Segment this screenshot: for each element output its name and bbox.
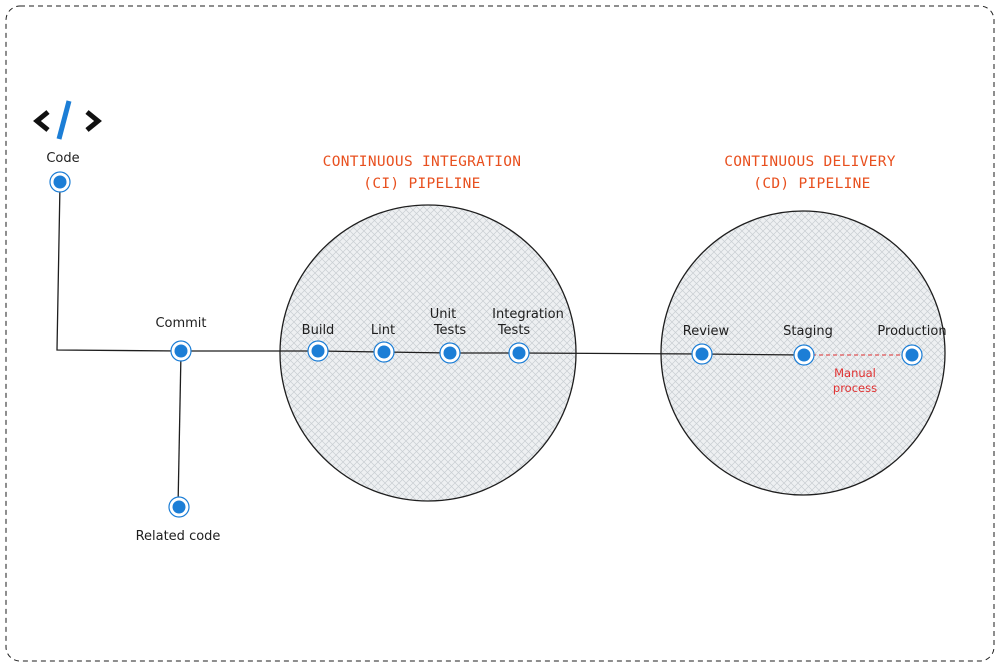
node-code[interactable] [49,171,71,193]
related-code-label: Related code [136,529,221,544]
step-label-lint: Lint [371,323,395,338]
cd-title-line1: CONTINUOUS DELIVERY [724,154,896,170]
node-build[interactable] [307,340,329,362]
ci-title-line1: CONTINUOUS INTEGRATION [323,154,522,170]
node-integration-tests[interactable] [508,342,530,364]
node-review[interactable] [691,343,713,365]
code-to-commit-line [56,183,181,352]
step-label-staging: Staging [783,324,833,339]
manual-process-note-line1: Manual [834,366,876,380]
node-commit[interactable] [170,340,192,362]
code-label: Code [46,151,79,166]
manual-process-note-line2: process [833,381,877,395]
node-lint[interactable] [373,341,395,363]
step-label-production: Production [877,324,946,339]
commit-to-related-line [177,351,182,508]
step-label-build: Build [302,323,335,338]
node-production[interactable] [901,344,923,366]
step-label-unit-tests: Tests [433,323,467,338]
node-unit-tests[interactable] [439,342,461,364]
cd-title-line2: (CD) PIPELINE [753,176,870,192]
ci-title-line2: (CI) PIPELINE [363,176,480,192]
step-label-integration-tests: Tests [497,323,531,338]
node-staging[interactable] [793,344,815,366]
step-label-integration: Integration [492,307,564,322]
code-icon [33,100,102,140]
step-label-review: Review [683,324,730,339]
diagram-frame [5,5,995,662]
node-related-code[interactable] [168,496,190,518]
step-label-unit: Unit [430,307,456,322]
commit-label: Commit [155,316,206,331]
